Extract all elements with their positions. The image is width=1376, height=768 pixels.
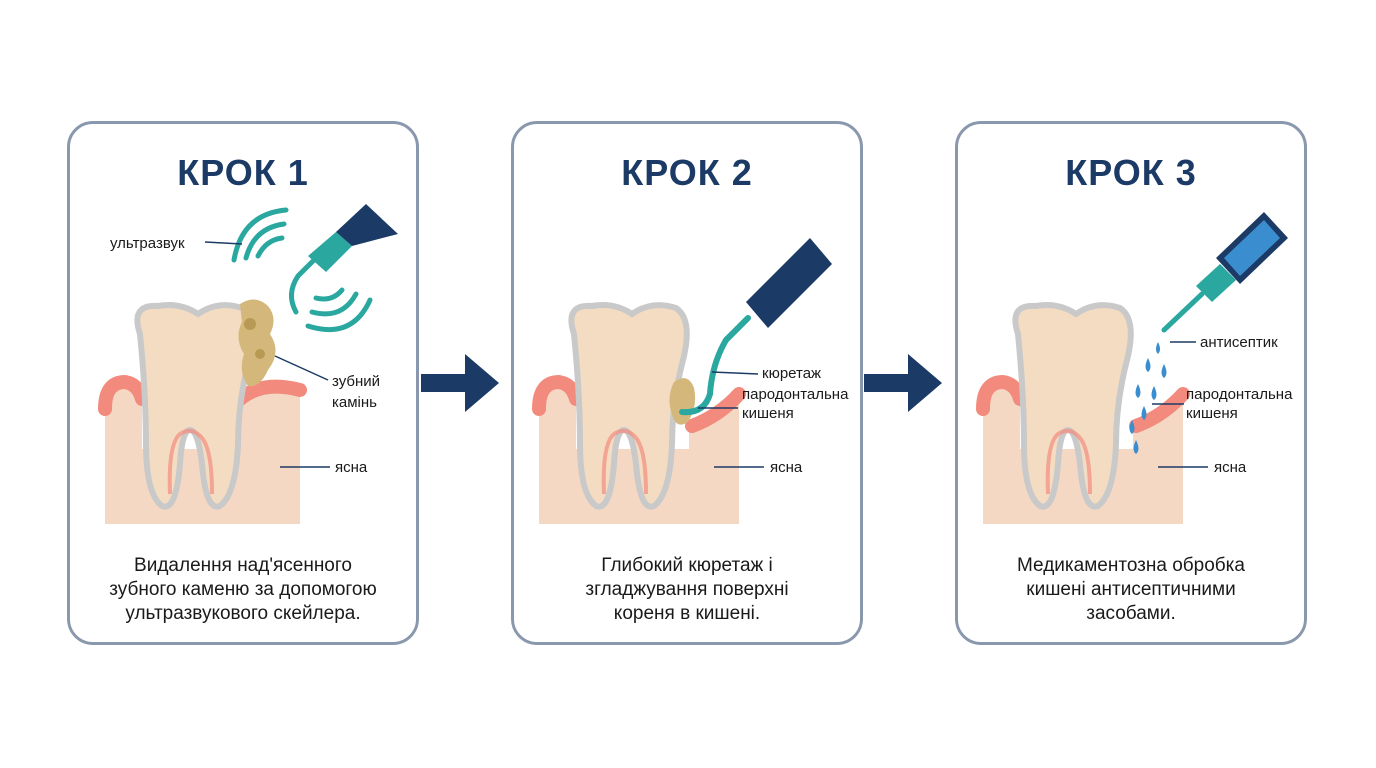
scaler-handle-teal <box>308 232 352 272</box>
step-3-description: Медикаментозна обробка кишені антисептич… <box>968 554 1294 626</box>
scaler-handle-navy <box>336 204 398 246</box>
label-pocket-line2: кишеня <box>742 405 794 422</box>
step-3-title: КРОК 3 <box>1065 152 1197 193</box>
curette-handle <box>746 238 832 328</box>
label-antiseptic: антисептик <box>1200 334 1278 351</box>
step-2-panel: КРОК 2 кюретаж пародонтальна кишеня ясна… <box>511 121 863 645</box>
curette-tip <box>679 315 751 416</box>
step-2-description: Глибокий кюретаж і згладжування поверхні… <box>524 554 850 626</box>
step-1-illustration: ультразвук зубний камінь ясна <box>98 204 398 524</box>
label-calculus-line2: камінь <box>332 394 377 411</box>
step-3-illustration: антисептик пародонтальна кишеня ясна <box>976 212 1293 524</box>
label-gum: ясна <box>1214 459 1247 476</box>
label-ultrasound: ультразвук <box>110 235 185 252</box>
step-2-desc-line: згладжування поверхні <box>585 579 789 600</box>
step-3-desc-line: Медикаментозна обробка <box>1017 555 1245 576</box>
step-1-desc-line: Видалення над'ясенного <box>134 555 352 576</box>
label-curettage: кюретаж <box>762 365 821 382</box>
label-pocket-line1: пародонтальна <box>742 386 849 403</box>
step-1-title: КРОК 1 <box>177 152 309 193</box>
dental-calculus <box>669 378 696 425</box>
label-pocket-line1: пародонтальна <box>1186 386 1293 403</box>
step-1-description: Видалення над'ясенного зубного каменю за… <box>80 554 406 626</box>
step-2-desc-line: Глибокий кюретаж і <box>601 555 773 576</box>
ultrasound-waves-icon <box>231 207 373 333</box>
step-1-desc-line: ультразвукового скейлера. <box>125 603 361 624</box>
dental-calculus <box>238 299 276 387</box>
root-canal <box>167 428 214 495</box>
step-3-panel: КРОК 3 антисептик пародонтальна киш <box>955 121 1307 645</box>
step-3-desc-line: засобами. <box>1086 603 1176 624</box>
step-2-desc-line: кореня в кишені. <box>613 603 761 624</box>
syringe-needle <box>1161 291 1205 333</box>
tooth <box>134 302 256 510</box>
tooth <box>568 302 690 510</box>
tooth <box>1012 302 1134 510</box>
step-3-desc-line: кишені антисептичними <box>1026 579 1236 600</box>
root-canal <box>1045 428 1092 495</box>
step-2-illustration: кюретаж пародонтальна кишеня ясна <box>532 238 849 524</box>
step-2-title: КРОК 2 <box>621 152 753 193</box>
next-step-arrow-icon <box>421 354 499 412</box>
antiseptic-drops-icon <box>1129 342 1167 454</box>
gum-outline <box>976 374 1190 433</box>
syringe-hub <box>1196 264 1236 302</box>
root-canal <box>601 428 648 495</box>
label-calculus-line1: зубний <box>332 373 380 390</box>
gum-outline <box>532 374 746 433</box>
label-pocket-line2: кишеня <box>1186 405 1238 422</box>
label-gum: ясна <box>335 459 368 476</box>
scaler-tip <box>289 255 319 315</box>
step-1-desc-line: зубного каменю за допомогою <box>109 579 377 600</box>
next-step-arrow-icon <box>864 354 942 412</box>
step-1-panel: КРОК 1 ультразвук зубний камінь <box>67 121 419 645</box>
syringe-barrel <box>1216 212 1288 284</box>
label-gum: ясна <box>770 459 803 476</box>
